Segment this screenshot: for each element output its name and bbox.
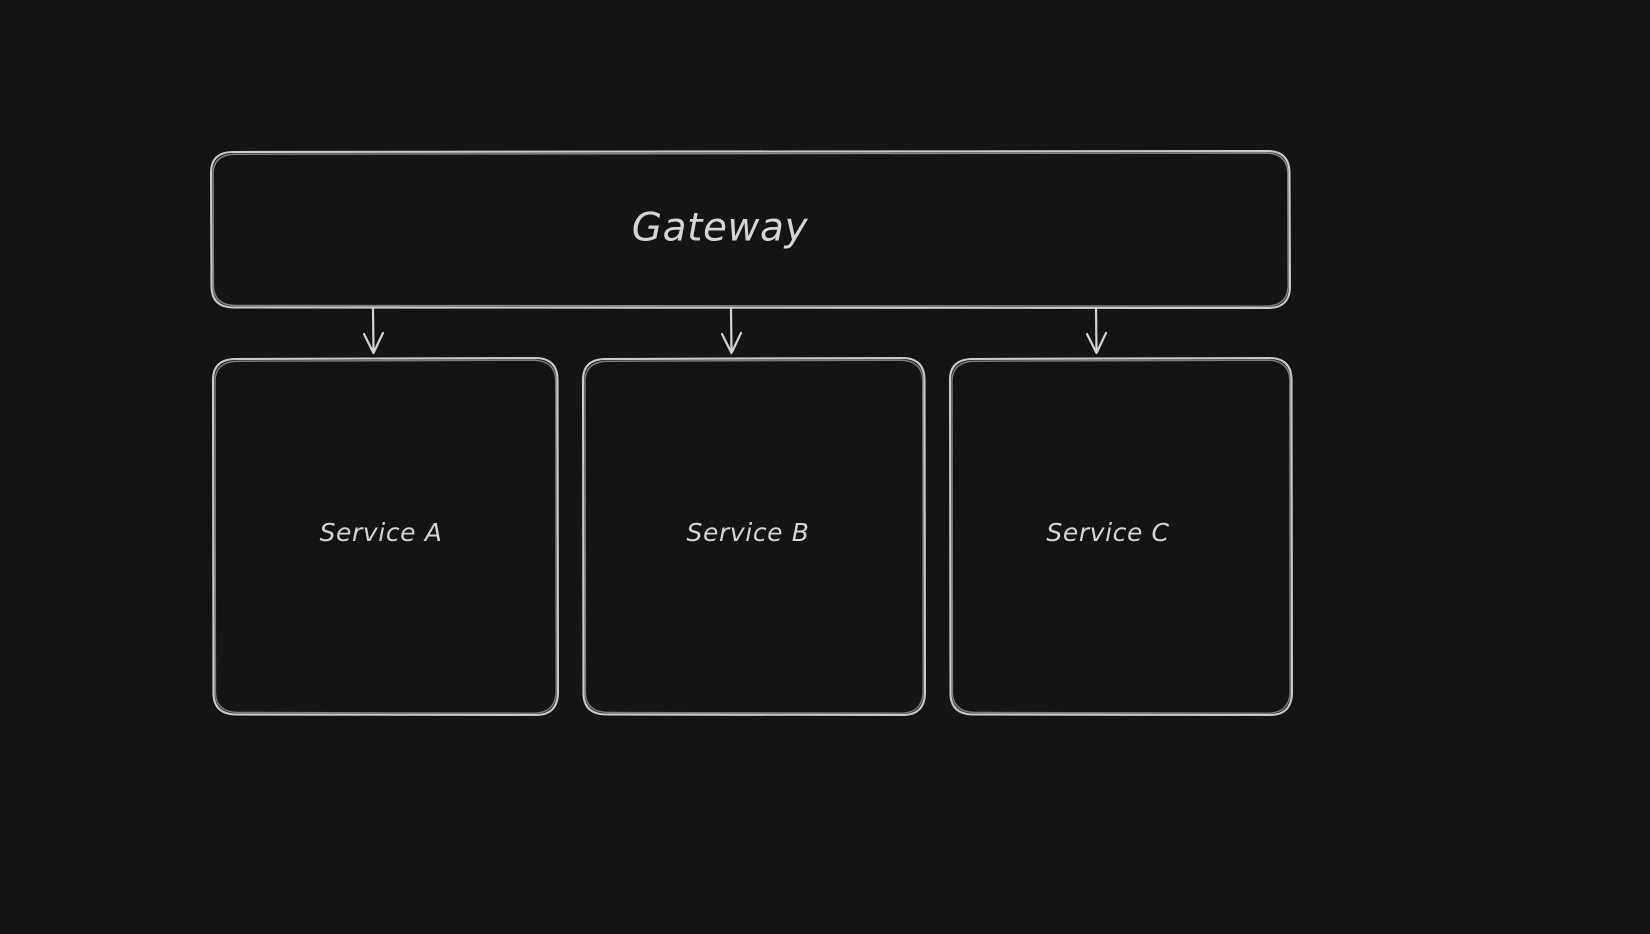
arrow-3-head — [1085, 331, 1108, 355]
service-b-label: Service B — [687, 518, 810, 547]
service-a-box-outline-pass1 — [211, 356, 560, 717]
edge-gateway-service-c[interactable] — [1085, 306, 1108, 355]
arrow-1-shaft — [371, 306, 375, 354]
arrow-3-shaft — [1094, 306, 1098, 354]
gateway-label: Gateway — [632, 206, 809, 251]
arrow-2-head — [720, 331, 743, 355]
service-c-label: Service C — [1046, 518, 1169, 547]
node-gateway[interactable]: Gateway — [209, 149, 1292, 310]
arrow-1-head — [362, 331, 385, 355]
service-a-box-outline-pass2 — [214, 359, 557, 714]
service-b-box-outline-pass2 — [584, 359, 924, 714]
edge-gateway-service-b[interactable] — [720, 306, 743, 355]
node-service-a[interactable]: Service A — [211, 356, 560, 717]
edge-gateway-service-a[interactable] — [362, 306, 385, 355]
service-c-box-outline-pass1 — [948, 356, 1294, 717]
gateway-box-outline-pass1 — [209, 149, 1292, 310]
gateway-box-outline-pass2 — [212, 152, 1289, 307]
node-service-b[interactable]: Service B — [581, 356, 927, 717]
service-c-box-outline-pass2 — [951, 359, 1291, 714]
service-b-box-outline-pass1 — [581, 356, 927, 717]
service-a-label: Service A — [320, 518, 443, 547]
node-service-c[interactable]: Service C — [948, 356, 1294, 717]
arrow-2-shaft — [729, 306, 733, 354]
